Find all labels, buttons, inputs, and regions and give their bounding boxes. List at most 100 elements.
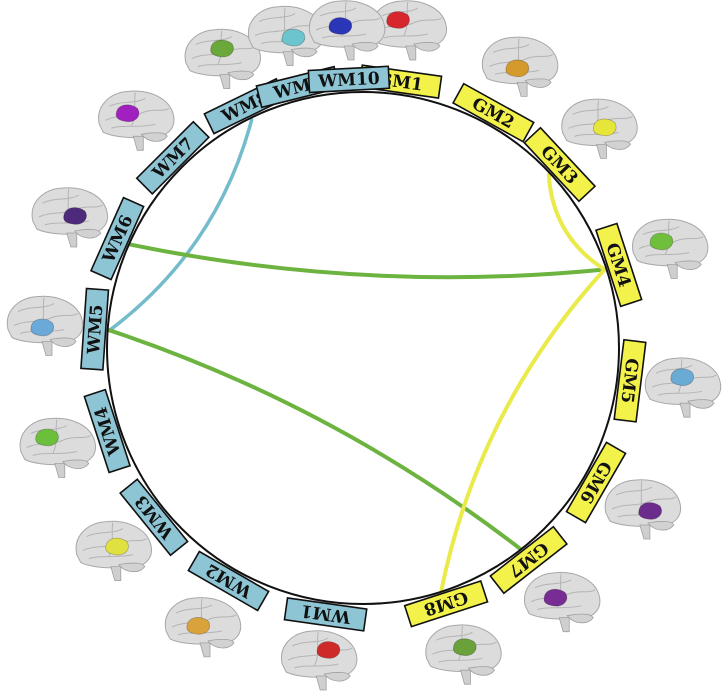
brain-thumbnail-wm3: [75, 520, 152, 581]
segment-gm4: GM4: [594, 222, 643, 308]
brain-thumbnail-wm6: [31, 187, 108, 248]
segment-box: [80, 287, 110, 371]
brain-gyrus: [42, 194, 80, 204]
brain-stem: [54, 463, 66, 478]
brain-thumbnail-wm1: [281, 630, 358, 691]
brain-stem: [558, 617, 570, 633]
brain-cerebellum: [207, 638, 235, 649]
segment-box: [89, 196, 145, 281]
segment-gm5: GM5: [613, 338, 647, 423]
segment-box: [489, 525, 569, 595]
brain-thumbnail-gm6: [604, 479, 682, 540]
brain-region-blob: [186, 617, 211, 635]
brain-thumbnail-gm5: [644, 357, 722, 418]
brain-cerebellum: [351, 42, 379, 52]
connection-gm3-gm4: [546, 172, 607, 272]
brain-gyrus: [315, 17, 381, 31]
segment-box: [594, 222, 643, 308]
segment-box: [451, 82, 535, 143]
brain-region-blob: [328, 17, 353, 35]
brain-stem: [282, 51, 294, 66]
brain-cerebellum: [62, 459, 90, 469]
brain-gyrus: [655, 364, 693, 374]
brain-gyrus: [611, 496, 677, 510]
brain-region-blob: [281, 28, 306, 47]
brain-gyrus: [488, 53, 554, 67]
brain-thumbnail-wm9: [247, 5, 325, 66]
brain-gyrus: [615, 486, 653, 496]
brain-region-blob: [543, 588, 568, 607]
brain-thumbnail-wm5: [6, 295, 84, 356]
brain-thumbnail-gm8: [425, 624, 502, 685]
segments-layer: GM1GM2GM3GM4GM5GM6GM7GM8WM1WM2WM3WM4WM5W…: [80, 64, 647, 632]
brain-region-blob: [30, 318, 55, 337]
brain-thumbnail-wm2: [164, 597, 242, 658]
brain-cerebellum: [603, 140, 631, 150]
brain-stem: [219, 74, 231, 89]
brain-thumbnail-wm7: [98, 90, 175, 151]
brain-region-blob: [670, 368, 695, 386]
brain-cerebellum: [467, 666, 495, 676]
brain-stem: [516, 82, 528, 97]
brain-gyrus: [17, 303, 55, 312]
brain-gyrus: [638, 236, 704, 249]
brain-stem: [666, 264, 678, 279]
segment-box: [307, 65, 391, 94]
segment-box: [119, 478, 189, 557]
connection-wm6-gm4: [129, 242, 607, 280]
brain-stem: [639, 524, 651, 540]
segment-box: [523, 126, 597, 203]
brain-gyrus: [377, 17, 443, 31]
brain-region-blob: [316, 641, 341, 659]
brain-region-blob: [638, 502, 662, 520]
brain-gyrus: [534, 579, 572, 589]
brain-cerebellum: [74, 229, 102, 239]
brain-cerebellum: [323, 672, 351, 682]
brain-region-blob: [649, 232, 674, 251]
connection-wm5-gm7: [107, 328, 522, 551]
brain-thumbnail-wm4: [19, 417, 96, 478]
segment-box: [403, 579, 489, 628]
segment-box: [135, 120, 210, 195]
brain-stem: [405, 45, 417, 61]
brain-region-blob: [386, 11, 410, 29]
segment-box: [187, 550, 270, 612]
brain-stem: [41, 341, 53, 356]
brain-stem: [199, 642, 211, 658]
brain-region-blob: [505, 59, 530, 78]
segment-wm10: WM10: [307, 65, 391, 94]
segment-label: WM5: [84, 304, 107, 356]
brain-stem: [679, 402, 691, 418]
brain-thumbnail-gm4: [632, 218, 709, 279]
brain-gyrus: [26, 435, 92, 448]
segment-gm8: GM8: [403, 579, 489, 628]
brain-cerebellum: [140, 132, 168, 142]
brain-gyrus: [86, 528, 124, 538]
segment-label: GM5: [616, 357, 641, 404]
brain-gyrus: [171, 614, 237, 628]
brain-stem: [132, 135, 144, 151]
segment-wm4: WM4: [83, 388, 132, 474]
brain-thumbnail-gm2: [481, 36, 559, 97]
brain-cerebellum: [413, 42, 441, 52]
brain-gyrus: [319, 7, 357, 17]
brain-thumbnail-wm8: [184, 28, 261, 89]
brain-region-blob: [592, 118, 617, 137]
brain-gyrus: [109, 97, 146, 107]
brain-gyrus: [492, 43, 530, 53]
brain-cerebellum: [227, 70, 255, 80]
brain-stem: [110, 566, 122, 581]
brain-thumbnail-wm10: [308, 0, 386, 61]
connection-wm8-wm5: [107, 117, 254, 333]
brain-cerebellum: [566, 613, 594, 624]
brain-region-blob: [115, 104, 140, 123]
brain-cerebellum: [647, 521, 675, 531]
segment-label: GM8: [421, 586, 470, 619]
brain-cerebellum: [290, 47, 318, 57]
connection-gm4-gm8: [439, 267, 607, 592]
segment-wm5: WM5: [80, 287, 110, 371]
brain-region-blob: [210, 39, 234, 58]
brain-stem: [315, 675, 327, 691]
segment-box: [565, 441, 627, 524]
